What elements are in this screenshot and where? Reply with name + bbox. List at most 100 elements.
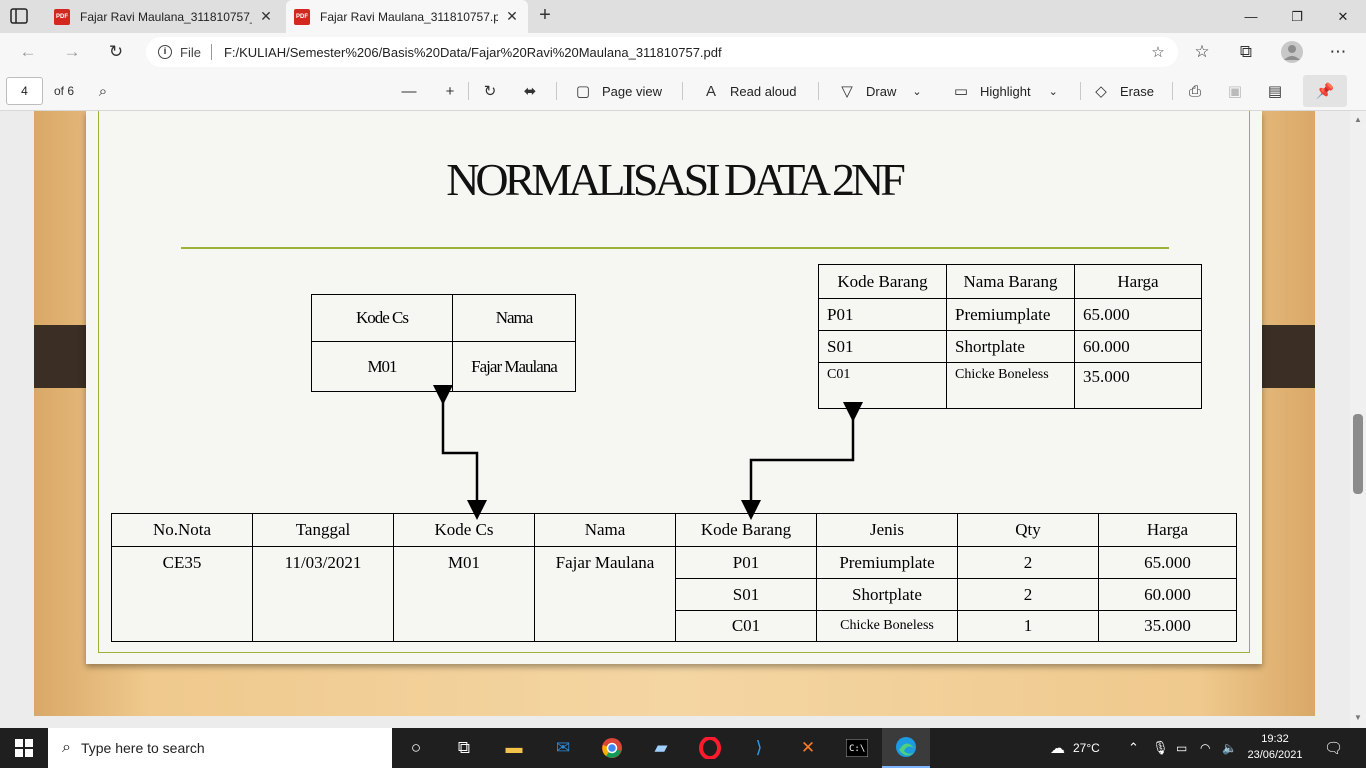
opera-icon[interactable] (686, 728, 734, 768)
toolbar-separator (468, 82, 469, 100)
close-window-button[interactable]: ✕ (1337, 8, 1349, 24)
volume-icon[interactable]: 🔈 (1222, 741, 1237, 755)
table-cell: 60.000 (1098, 578, 1237, 611)
table-cell: 65.000 (1098, 546, 1237, 579)
notepad-icon[interactable]: ▰ (654, 738, 668, 757)
edge-icon[interactable] (882, 728, 930, 768)
pdf-viewer[interactable]: NORMALISASI DATA 2NF Kode Cs Nama M01 Fa… (0, 111, 1350, 728)
print-icon[interactable]: ⎙ (1188, 82, 1201, 100)
slide-title: NORMALISASI DATA 2NF (446, 154, 906, 205)
scroll-thumb[interactable] (1353, 414, 1363, 494)
address-bar[interactable]: i File F:/KULIAH/Semester%206/Basis%20Da… (146, 37, 1178, 67)
chrome-icon[interactable] (588, 728, 636, 768)
tab-pdf-2[interactable]: PDF Fajar Ravi Maulana_311810757.p ✕ (286, 0, 528, 33)
table-header: Nama (534, 513, 676, 547)
table-header: Tanggal (252, 513, 394, 547)
close-icon[interactable]: ✕ (260, 8, 272, 24)
table-header: Harga (1074, 264, 1202, 299)
profile-avatar[interactable] (1280, 40, 1304, 64)
terminal-icon[interactable]: C:\ (833, 728, 881, 768)
paper-border (98, 111, 1250, 653)
vertical-scrollbar[interactable]: ▲ ▼ (1350, 111, 1366, 728)
windows-start-icon[interactable] (0, 728, 48, 768)
transaksi-table: No.Nota Tanggal Kode Cs Nama Kode Barang… (111, 513, 1237, 642)
barang-connector (741, 402, 863, 520)
task-view-icon[interactable]: ⧉ (457, 738, 471, 757)
pin-toolbar-icon[interactable]: 📌 (1303, 75, 1347, 107)
page-number-input[interactable]: 4 (6, 77, 43, 105)
table-row: S01 Shortplate 60.000 (818, 330, 1202, 363)
chevron-down-icon[interactable]: ⌄ (1048, 85, 1058, 98)
table-cell: P01 (675, 546, 817, 579)
file-label: File (180, 44, 201, 60)
scroll-up-icon[interactable]: ▲ (1354, 115, 1362, 124)
mail-icon[interactable]: ✉ (555, 738, 571, 757)
restore-button[interactable]: ❐ (1291, 8, 1303, 24)
table-cell: 35.000 (1074, 362, 1202, 409)
collections-icon[interactable]: ⧉ (1239, 42, 1253, 61)
microphone-icon[interactable]: 🎙 (1152, 740, 1169, 755)
table-header: Nama Barang (946, 264, 1075, 299)
refresh-icon[interactable]: ↻ (108, 42, 124, 61)
minimize-button[interactable]: — (1244, 9, 1258, 24)
save-as-icon[interactable]: ▤ (1267, 83, 1283, 100)
table-cell: CE35 (111, 546, 253, 642)
back-arrow-icon[interactable]: ← (19, 42, 37, 61)
draw-button[interactable]: ▽ Draw ⌄ (836, 79, 922, 103)
page-view-button[interactable]: ▢ Page view (572, 79, 662, 103)
save-icon[interactable]: ▣ (1227, 83, 1243, 100)
table-cell: C01 (675, 610, 817, 642)
file-explorer-icon[interactable]: ▬ (505, 738, 523, 757)
cortana-icon[interactable]: ○ (410, 738, 422, 757)
xampp-icon[interactable]: ✕ (800, 738, 816, 757)
table-cell: M01 (393, 546, 535, 642)
close-icon[interactable]: ✕ (506, 8, 518, 24)
table-cell: S01 (818, 330, 947, 363)
highlight-label: Highlight (980, 83, 1031, 99)
notification-icon[interactable]: 🗨 (1324, 740, 1344, 757)
tab-actions-icon[interactable] (10, 8, 28, 24)
erase-button[interactable]: ◇ Erase (1090, 79, 1154, 103)
highlight-button[interactable]: ▭ Highlight ⌄ (950, 79, 1058, 103)
read-aloud-icon: A (705, 82, 716, 100)
more-menu-icon[interactable]: ⋯ (1329, 42, 1347, 61)
vscode-icon[interactable]: ⟩ (755, 738, 763, 757)
table-header: Qty (957, 513, 1099, 547)
chevron-down-icon[interactable]: ⌄ (912, 85, 922, 98)
table-cell: Fajar Maulana (534, 546, 676, 642)
taskbar-clock[interactable]: 19:32 23/06/2021 (1240, 731, 1310, 763)
clock-date: 23/06/2021 (1247, 749, 1303, 761)
scroll-down-icon[interactable]: ▼ (1354, 713, 1362, 722)
battery-icon[interactable]: ▭ (1176, 741, 1188, 755)
customer-connector (433, 385, 487, 520)
table-cell: 1 (957, 610, 1099, 642)
tab-title: Fajar Ravi Maulana_311810757.p (320, 9, 498, 24)
add-favorite-icon[interactable]: ☆ (1151, 44, 1165, 61)
favorites-icon[interactable]: ☆ (1194, 42, 1210, 61)
highlight-icon: ▭ (953, 83, 969, 100)
zoom-in-icon[interactable]: + (445, 82, 455, 100)
forward-arrow-icon[interactable]: → (63, 42, 81, 61)
tab-title: Fajar Ravi Maulana_311810757_ (80, 9, 252, 24)
search-icon[interactable]: ⌕ (98, 82, 108, 100)
svg-text:C:\: C:\ (849, 744, 865, 754)
weather-widget[interactable]: ☁ 27°C (1050, 728, 1100, 768)
zoom-out-icon[interactable]: — (401, 82, 417, 100)
table-cell: 65.000 (1074, 298, 1202, 331)
tray-chevron-up-icon[interactable]: ⌃ (1128, 740, 1139, 755)
new-tab-button[interactable]: + (539, 4, 551, 26)
url-text[interactable]: F:/KULIAH/Semester%206/Basis%20Data/Faja… (223, 44, 722, 60)
page-view-icon: ▢ (575, 83, 591, 100)
table-row: S01 Shortplate 2 60.000 (112, 578, 1237, 611)
page-view-label: Page view (602, 83, 662, 99)
wifi-icon[interactable]: ◠ (1200, 741, 1211, 755)
info-icon[interactable]: i (158, 45, 172, 59)
taskbar-search-box[interactable]: ⌕ Type here to search (48, 728, 392, 768)
draw-icon: ▽ (841, 83, 853, 100)
table-cell: M01 (311, 341, 453, 392)
rotate-icon[interactable]: ↻ (483, 83, 497, 100)
fit-page-icon[interactable]: ⬌ (523, 83, 537, 100)
read-aloud-button[interactable]: A Read aloud (700, 79, 797, 103)
table-row: CE35 11/03/2021 M01 Fajar Maulana P01 Pr… (111, 546, 1237, 642)
tab-pdf-1[interactable]: PDF Fajar Ravi Maulana_311810757_ ✕ (46, 0, 282, 33)
